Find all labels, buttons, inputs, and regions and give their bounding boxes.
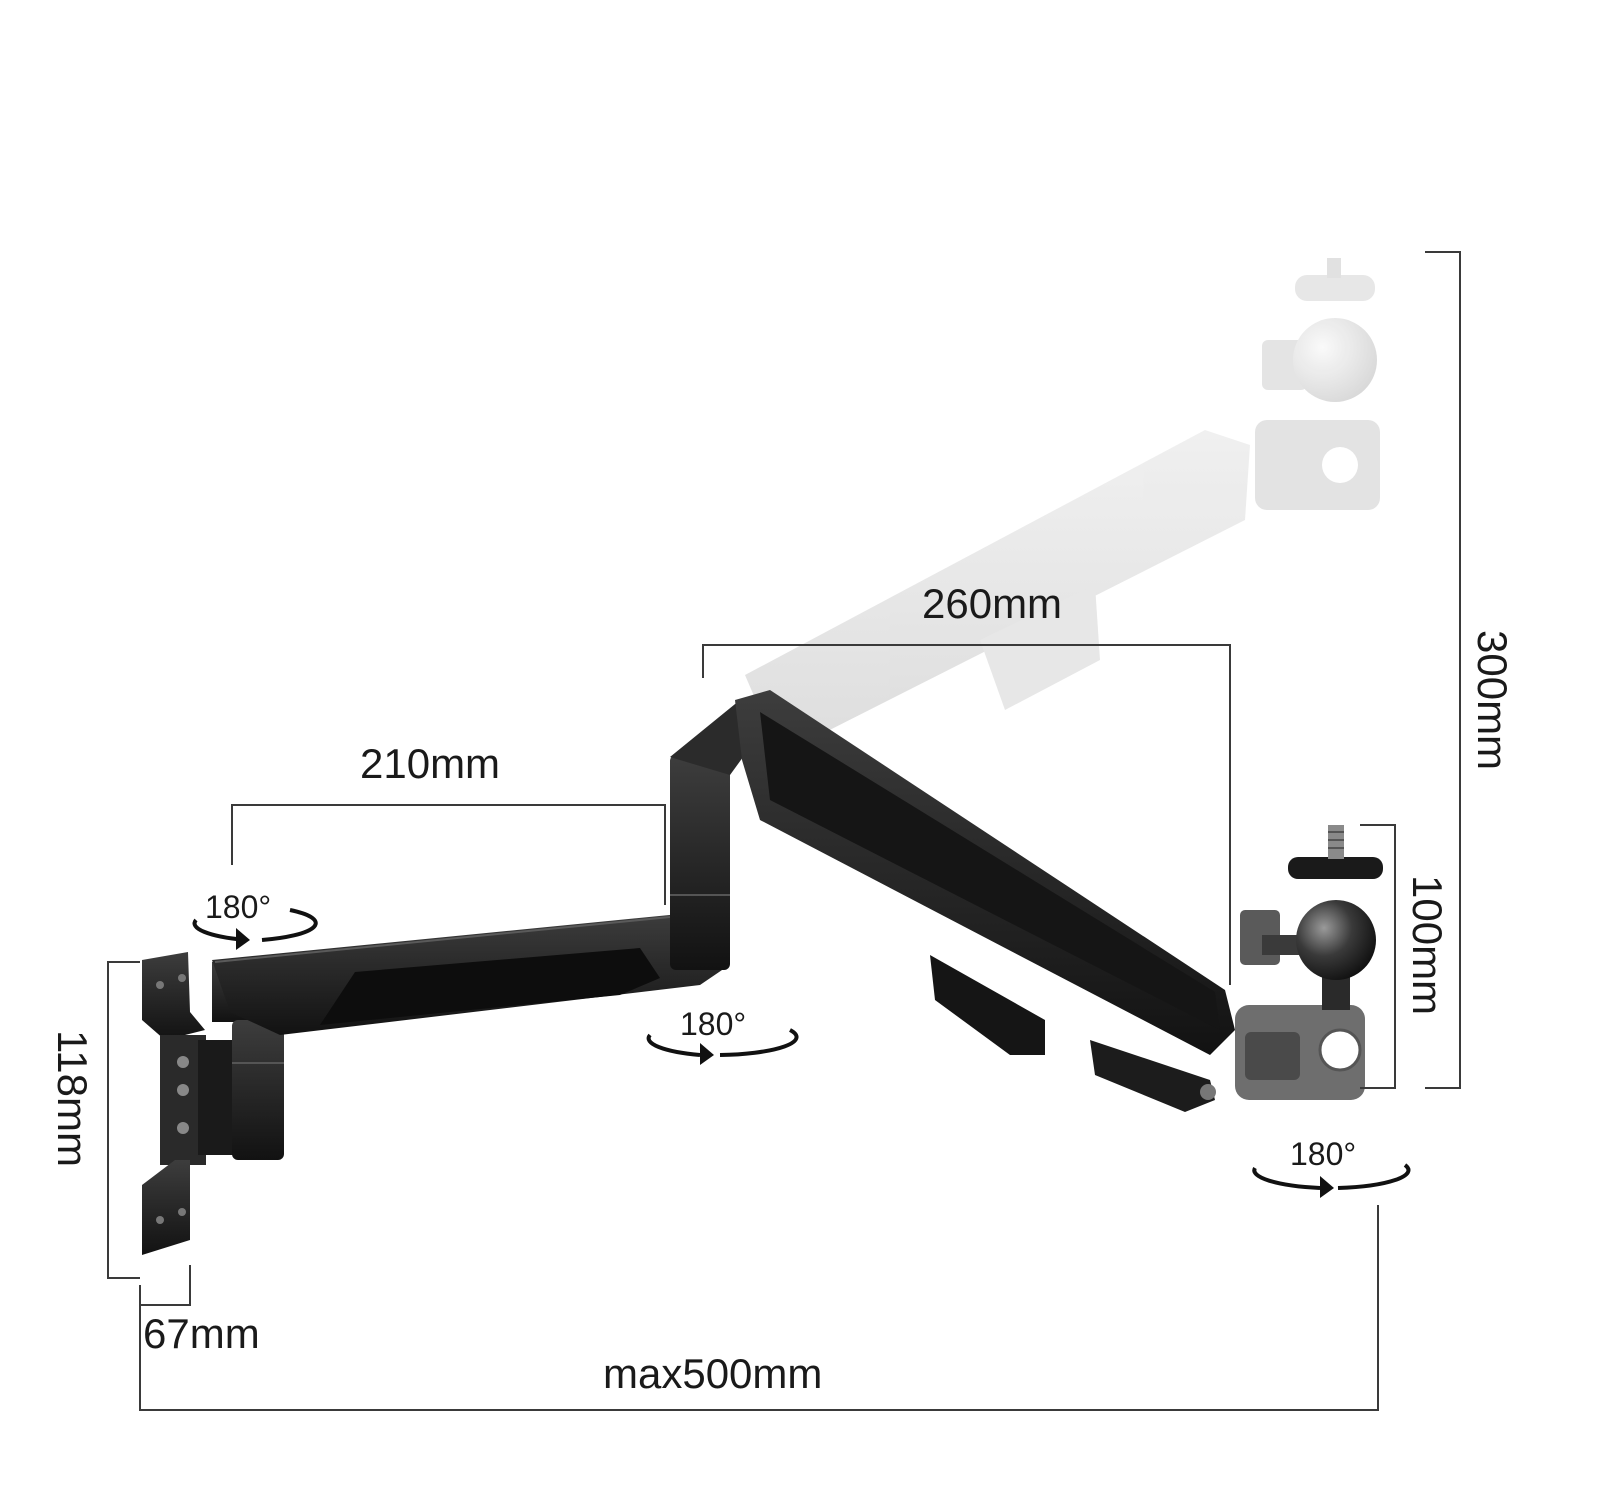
ghost-ball-head [1293, 318, 1377, 402]
wall-plate-bolt [177, 1122, 189, 1134]
dim-line-118 [107, 961, 140, 1279]
wall-plate-bolt [177, 1056, 189, 1068]
dim-line-67 [139, 1265, 191, 1306]
wall-plate-upper [142, 952, 205, 1040]
rotation-elbow: 180° [646, 1006, 799, 1065]
rotation-arrow-icon [261, 908, 318, 942]
rotation-label-wall: 180° [205, 889, 271, 925]
dim-line-500 [139, 1205, 1379, 1411]
dim-label-100: 100mm [1404, 875, 1451, 1015]
rotation-wall: 180° [192, 889, 318, 950]
rotation-arrow-icon [646, 1033, 701, 1057]
wall-plate-hole [156, 981, 164, 989]
wall-plate-hole [178, 1208, 186, 1216]
wall-plate-hole [156, 1216, 164, 1224]
dim-label-500: max500mm [603, 1350, 822, 1397]
dim-line-210 [231, 804, 666, 905]
elbow-column [670, 755, 730, 970]
ghost-arm-underside [980, 585, 1100, 710]
dim-label-118: 118mm [49, 1030, 96, 1167]
outer-arm-panel [760, 712, 1220, 1030]
dim-label-260: 260mm [922, 580, 1062, 627]
dim-label-210: 210mm [360, 740, 500, 787]
mount-screw [1328, 825, 1344, 859]
dim-line-300 [1425, 251, 1461, 1089]
tilt-knob-stem [1262, 935, 1302, 955]
rotation-label-head: 180° [1290, 1136, 1356, 1172]
rotation-label-elbow: 180° [680, 1006, 746, 1042]
tilt-bracket-inner [1245, 1032, 1300, 1080]
rotation-head: 180° [1252, 1136, 1411, 1198]
rotation-arrow-icon [719, 1028, 799, 1057]
ghost-arm-body [745, 430, 1250, 745]
arrowhead-icon [1320, 1176, 1334, 1198]
tilt-hole [1318, 1028, 1362, 1072]
wall-plate-lower [142, 1160, 190, 1255]
wall-plate-hole [178, 974, 186, 982]
dim-label-300: 300mm [1469, 630, 1516, 770]
rotation-arrow-icon [192, 918, 246, 942]
gas-spring-housing [930, 955, 1045, 1055]
outer-arm-lower-link [1090, 1040, 1215, 1112]
outer-arm-pivot [1200, 1084, 1216, 1100]
wall-plate-bolt [177, 1084, 189, 1096]
inner-arm-channel [320, 948, 660, 1025]
dim-line-100 [1360, 824, 1396, 1089]
wall-plate [142, 952, 238, 1255]
ghost-mount-plate [1295, 275, 1375, 301]
arrowhead-icon [700, 1043, 714, 1065]
ball-head [1296, 900, 1376, 980]
wall-mount-clamp [198, 1040, 238, 1155]
dimension-lines [107, 251, 1461, 1411]
ball-mount-plate [1288, 857, 1383, 879]
post-lower [232, 1020, 284, 1160]
dim-label-67: 67mm [143, 1310, 260, 1357]
rotation-arrow-icon [1252, 1166, 1321, 1190]
tilt-head [1235, 825, 1383, 1100]
arrowhead-icon [236, 928, 250, 950]
ghost-screw [1327, 258, 1341, 278]
ghost-tilt-bracket [1255, 420, 1380, 510]
ghost-raised-arm [745, 258, 1380, 745]
rotation-arrow-icon [1337, 1163, 1411, 1190]
inner-arm-edge [214, 913, 701, 963]
inner-arm [212, 912, 725, 1035]
outer-arm [735, 690, 1235, 1112]
dim-line-260 [702, 644, 1231, 985]
ghost-tilt-hole [1322, 447, 1358, 483]
